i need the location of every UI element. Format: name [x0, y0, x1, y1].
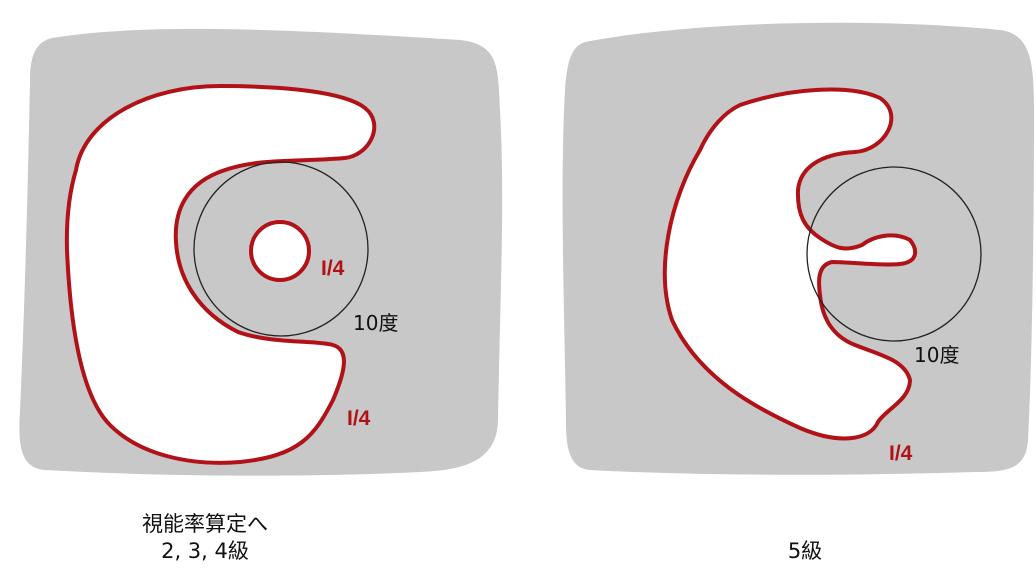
- left-caption: 視能率算定へ 2, 3, 4級: [80, 511, 330, 565]
- left-visual-field-panel: I/4 10度 I/4: [19, 29, 502, 476]
- left-central-isopter: [251, 222, 309, 280]
- right-visual-field-panel: 10度 I/4: [563, 23, 1034, 475]
- left-caption-line1: 視能率算定へ: [80, 511, 330, 538]
- right-caption: 5級: [745, 538, 865, 565]
- right-circle-label: 10度: [914, 343, 959, 367]
- left-outer-isopter-label: I/4: [347, 407, 371, 430]
- left-circle-label: 10度: [353, 311, 398, 335]
- left-caption-line2: 2, 3, 4級: [80, 538, 330, 565]
- right-caption-text: 5級: [745, 538, 865, 565]
- left-inner-isopter-label: I/4: [321, 257, 345, 280]
- right-outer-isopter-label: I/4: [889, 442, 913, 465]
